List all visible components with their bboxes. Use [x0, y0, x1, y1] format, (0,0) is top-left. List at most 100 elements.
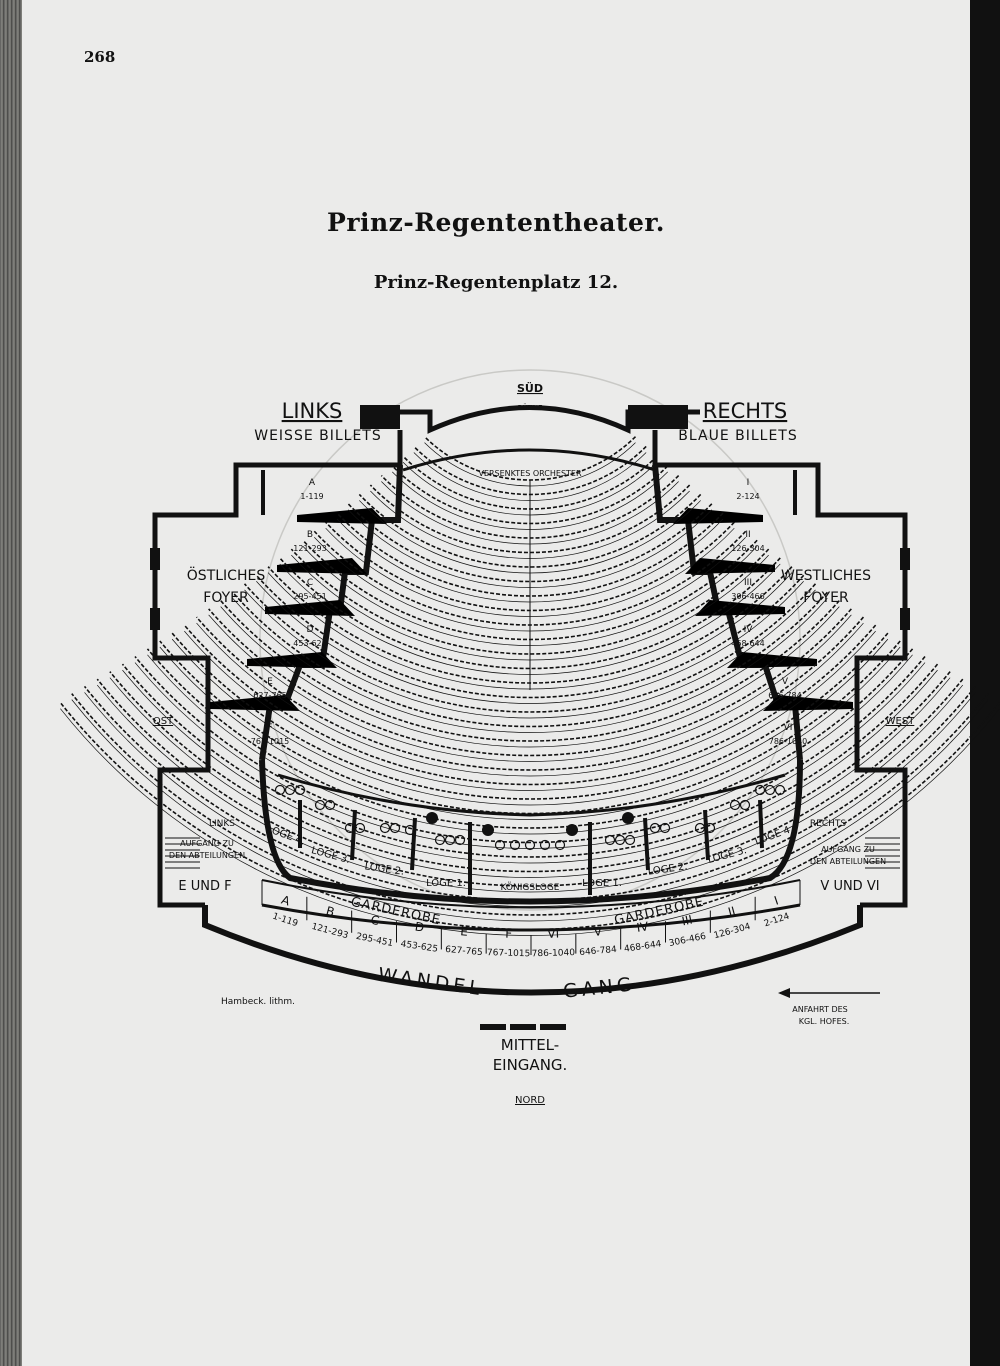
- box-chair: [764, 784, 776, 796]
- page-number: 268: [84, 48, 116, 66]
- box-label-right: LOGE 1.: [582, 878, 622, 889]
- main-entrance-door: [510, 1024, 536, 1030]
- box-chair: [344, 822, 356, 834]
- foyer-window-right: [900, 548, 910, 570]
- entrance-range-right: 646-784: [768, 691, 801, 700]
- box-chair: [774, 784, 786, 796]
- stairs-right-label-1: AUFGANG ZU: [821, 845, 875, 854]
- stairs-right-sections: V UND VI: [820, 879, 879, 894]
- signature: Hambeck. lithm.: [221, 997, 295, 1007]
- box-tier-inner: [277, 773, 786, 817]
- entrance-range-left: 453-625: [293, 639, 326, 648]
- garderobe-letter: C: [369, 913, 380, 928]
- box-chair: [389, 822, 401, 834]
- entrance-door-left: [265, 600, 355, 616]
- seat-row-edge: [220, 606, 840, 748]
- garderobe-range: 453-625: [400, 939, 439, 954]
- entrance-range-left: 627-765: [253, 691, 286, 700]
- corridor-word-1: WANDEL: [377, 964, 485, 1001]
- seat-row: [255, 574, 805, 699]
- garderobe-letter: D: [414, 920, 425, 935]
- left-side-title: LINKS: [282, 399, 343, 423]
- box-chair: [434, 834, 446, 846]
- garderobe-range: 627-765: [445, 945, 483, 958]
- seat-row-edge: [208, 614, 852, 762]
- seat-rows: [59, 436, 1000, 936]
- box-chair: [694, 822, 706, 834]
- entrance-letter-left: D: [307, 625, 314, 635]
- garderobe-range: 2-124: [763, 912, 791, 930]
- box-chair: [539, 839, 551, 851]
- garderobe-letter: IV: [636, 919, 650, 935]
- seat-row: [121, 663, 939, 858]
- box-chair: [404, 824, 416, 836]
- seat-row: [159, 640, 901, 815]
- entrance-range-left: 767-1015: [251, 737, 290, 746]
- garderobe-range: 306-466: [668, 932, 707, 949]
- stairs-right-label-2: DEN ABTEILUNGEN: [810, 857, 886, 866]
- driveway-line2: KGL. HOFES.: [799, 1017, 850, 1026]
- seat-row-edge: [84, 692, 976, 907]
- garderobe-range: 786-1040: [532, 948, 576, 959]
- main-entrance-line1: MITTEL-: [501, 1036, 559, 1054]
- box-chair: [454, 834, 466, 846]
- seat-row: [208, 608, 852, 757]
- garderobe-range: 646-784: [579, 945, 618, 958]
- seat-row: [146, 648, 914, 829]
- entrance-range-right: 306-466: [731, 592, 764, 601]
- seat-row: [336, 512, 724, 597]
- right-side-subtitle: BLAUE BILLETS: [678, 428, 797, 444]
- seat-row-edge: [147, 654, 913, 835]
- box-chair: [614, 834, 626, 846]
- seat-row: [83, 685, 977, 902]
- seat-row: [195, 616, 865, 771]
- garderobe-letter: E: [460, 924, 469, 939]
- foyer-right-line2: FOYER: [803, 590, 849, 606]
- stage-wall: [360, 405, 700, 434]
- box-chair: [524, 839, 536, 851]
- box-label-left: LOGE 1.: [426, 878, 466, 889]
- page-right-edge: [970, 0, 1000, 1366]
- box-chair: [324, 799, 336, 811]
- garderobe-range: 767-1015: [487, 948, 531, 959]
- box-divider: [758, 799, 764, 849]
- box-divider: [703, 809, 710, 861]
- entrance-range-left: 295-451: [293, 592, 326, 601]
- compass-east: OST: [153, 716, 174, 727]
- box-chair: [624, 834, 636, 846]
- corridor-outer-wall: [202, 905, 863, 996]
- seat-row-edge: [196, 622, 864, 777]
- stage-label: BÜHNE: [518, 403, 543, 412]
- garderobe-range: 295-451: [355, 932, 394, 949]
- garderobe-letter: VI: [547, 927, 559, 941]
- foyer-window-left: [150, 608, 160, 630]
- garderobe-letter: B: [324, 904, 336, 920]
- page-title: Prinz-Regententheater.: [327, 208, 665, 237]
- main-entrance-line2: EINGANG.: [493, 1056, 568, 1074]
- entrance-letter-right: II: [745, 530, 750, 540]
- seat-row: [423, 436, 637, 481]
- garderobe-range: 126-304: [713, 922, 752, 941]
- royal-box-label: KÖNIGSLOGE: [500, 882, 559, 893]
- box-chair: [649, 822, 661, 834]
- box-chair: [604, 834, 616, 846]
- seat-row: [134, 656, 926, 844]
- entrance-letter-left: C: [307, 578, 313, 588]
- box-chair: [294, 784, 306, 796]
- seat-row: [96, 678, 964, 887]
- entrance-range-right: 126-304: [731, 544, 764, 553]
- compass-north: NORD: [515, 1095, 545, 1106]
- garderobe-letter: A: [280, 893, 293, 909]
- foyer-window-right: [900, 608, 910, 630]
- entrance-door-left: [247, 652, 337, 668]
- box-chair: [659, 822, 671, 834]
- seat-row-edge: [171, 638, 889, 806]
- foyer-right-line1: WESTLICHES: [781, 568, 871, 584]
- seat-row-edge: [184, 630, 876, 791]
- box-chair: [739, 799, 751, 811]
- seat-row: [290, 548, 770, 655]
- stairs-left-label-2: DEN ABTEILUNGEN: [169, 851, 245, 860]
- entrance-letter-left: B: [307, 530, 313, 540]
